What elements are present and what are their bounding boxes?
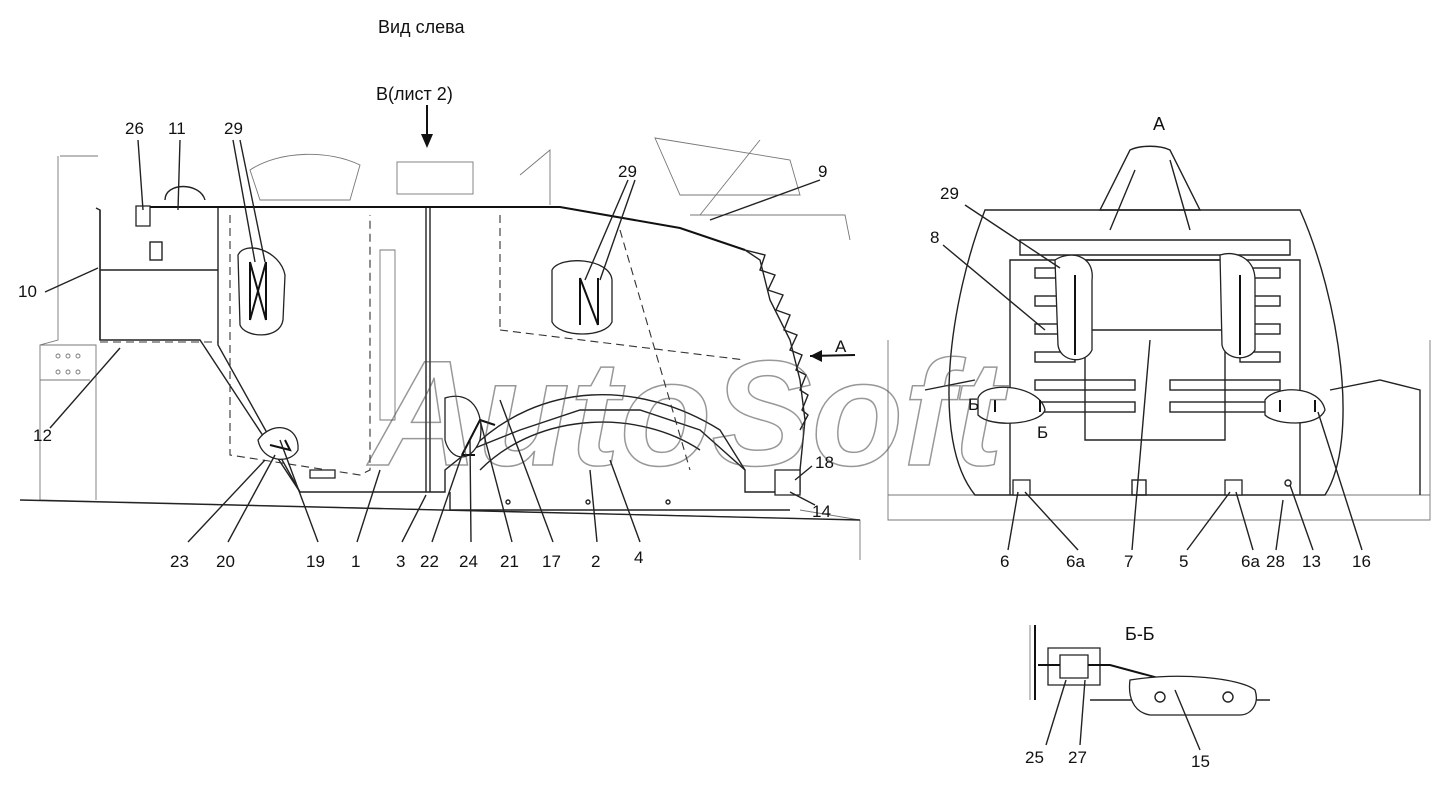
callout-19: 19 — [306, 552, 325, 571]
section-bb-title: Б-Б — [1125, 624, 1155, 644]
callout-18: 18 — [815, 453, 834, 472]
callout-21: 21 — [500, 552, 519, 571]
side-callouts: 26 11 29 10 12 23 20 19 1 3 22 24 21 17 … — [18, 119, 834, 571]
callout-6: 6 — [1000, 552, 1009, 571]
callout-7: 7 — [1124, 552, 1133, 571]
front-view-a — [887, 145, 1431, 521]
side-vents — [55, 353, 81, 375]
callout-29-right: 29 — [618, 162, 637, 181]
section-bb — [1029, 625, 1270, 716]
callout-11: 11 — [168, 119, 186, 138]
view-b-reference: В(лист 2) — [376, 84, 453, 104]
callout-25: 25 — [1025, 748, 1044, 767]
callout-17: 17 — [542, 552, 561, 571]
side-view-title: Вид слева — [378, 17, 465, 37]
callout-9: 9 — [818, 162, 827, 181]
callout-22: 22 — [420, 552, 439, 571]
callout-6a-left: 6а — [1066, 552, 1085, 571]
section-callouts: 25 27 15 — [1025, 679, 1210, 771]
callout-12: 12 — [33, 426, 52, 445]
callout-26: 26 — [125, 119, 144, 138]
callout-29-front: 29 — [940, 184, 959, 203]
callout-15: 15 — [1191, 752, 1210, 771]
watermark: AutoSoft — [366, 329, 1009, 497]
callout-29-left: 29 — [224, 119, 243, 138]
callout-10: 10 — [18, 282, 37, 301]
cut-label-left: Б — [968, 395, 979, 414]
callout-14: 14 — [812, 502, 831, 521]
callout-27: 27 — [1068, 748, 1087, 767]
front-callouts: 29 8 6 6а 7 5 6а 28 13 16 — [930, 184, 1371, 571]
callout-28: 28 — [1266, 552, 1285, 571]
callout-4: 4 — [634, 548, 643, 567]
callout-1: 1 — [351, 552, 360, 571]
callout-16: 16 — [1352, 552, 1371, 571]
side-view — [19, 105, 861, 560]
callout-3: 3 — [396, 552, 405, 571]
callout-5: 5 — [1179, 552, 1188, 571]
arrow-a-label: А — [835, 337, 847, 356]
cut-label-right: Б — [1037, 423, 1048, 442]
callout-2: 2 — [591, 552, 600, 571]
callout-8: 8 — [930, 228, 939, 247]
view-a-title: А — [1153, 114, 1165, 134]
callout-6a-right: 6а — [1241, 552, 1260, 571]
callout-23: 23 — [170, 552, 189, 571]
callout-20: 20 — [216, 552, 235, 571]
callout-24: 24 — [459, 552, 478, 571]
callout-13: 13 — [1302, 552, 1321, 571]
